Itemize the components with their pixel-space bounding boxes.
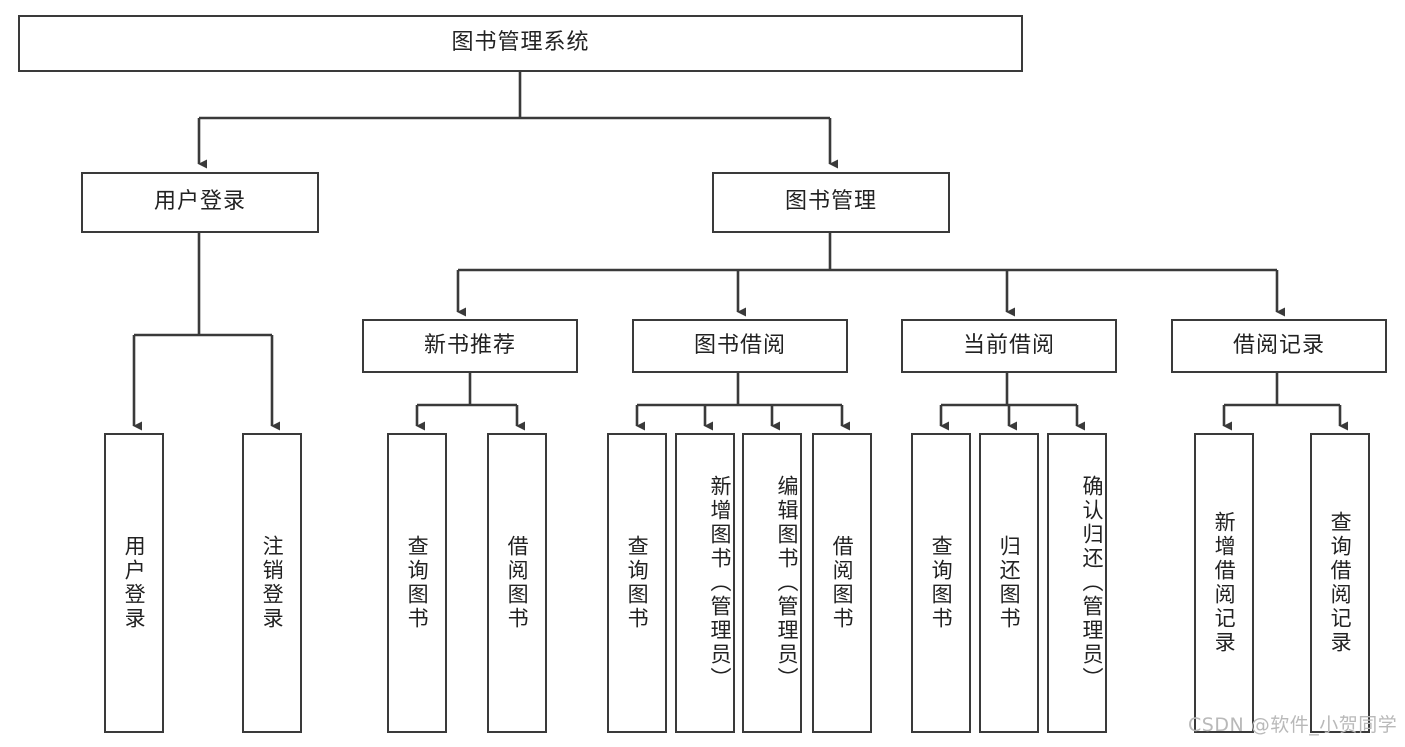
leaf-label: 注销登录 [260,535,285,631]
leaf-label: 借阅图书 [505,535,530,631]
node-book-management[interactable]: 图书管理 [712,172,950,233]
node-new-book-recommend-label: 新书推荐 [423,332,516,358]
leaf-current-borrow-query[interactable]: 查询图书 [911,433,971,733]
node-borrow-record-label: 借阅记录 [1232,332,1325,358]
node-book-borrow[interactable]: 图书借阅 [632,319,848,373]
node-book-management-label: 图书管理 [784,189,877,215]
leaf-user-login-signin[interactable]: 用户登录 [104,433,164,733]
leaf-label: 归还图书 [997,535,1022,631]
leaf-borrow-record-query[interactable]: 查询借阅记录 [1310,433,1370,733]
leaf-current-borrow-confirm-return[interactable]: 确认归还（管理员） [1047,433,1107,733]
leaf-label: 查询图书 [929,535,954,631]
leaf-label: 查询图书 [405,535,430,631]
leaf-book-borrow-lend[interactable]: 借阅图书 [812,433,872,733]
leaf-book-borrow-query[interactable]: 查询图书 [607,433,667,733]
node-borrow-record[interactable]: 借阅记录 [1171,319,1387,373]
leaf-new-book-query[interactable]: 查询图书 [387,433,447,733]
node-root-label: 图书管理系统 [451,30,590,56]
node-root-library-system[interactable]: 图书管理系统 [18,15,1023,72]
leaf-label: 借阅图书 [830,535,855,631]
leaf-label: 新增图书（管理员） [708,475,732,691]
node-user-login[interactable]: 用户登录 [81,172,319,233]
node-current-borrow[interactable]: 当前借阅 [901,319,1117,373]
leaf-label: 确认归还（管理员） [1080,475,1104,691]
node-new-book-recommend[interactable]: 新书推荐 [362,319,578,373]
leaf-new-book-borrow[interactable]: 借阅图书 [487,433,547,733]
leaf-book-borrow-edit[interactable]: 编辑图书（管理员） [742,433,802,733]
node-current-borrow-label: 当前借阅 [962,332,1055,358]
leaf-user-login-signout[interactable]: 注销登录 [242,433,302,733]
node-book-borrow-label: 图书借阅 [693,332,786,358]
leaf-label: 查询借阅记录 [1328,511,1353,655]
leaf-label: 新增借阅记录 [1212,511,1237,655]
leaf-label: 用户登录 [122,535,147,631]
node-user-login-label: 用户登录 [153,189,246,215]
leaf-borrow-record-add[interactable]: 新增借阅记录 [1194,433,1254,733]
leaf-label: 编辑图书（管理员） [775,475,799,691]
csdn-watermark: CSDN @软件_小贺同学 [1188,714,1398,736]
leaf-current-borrow-return[interactable]: 归还图书 [979,433,1039,733]
leaf-book-borrow-add[interactable]: 新增图书（管理员） [675,433,735,733]
leaf-label: 查询图书 [625,535,650,631]
